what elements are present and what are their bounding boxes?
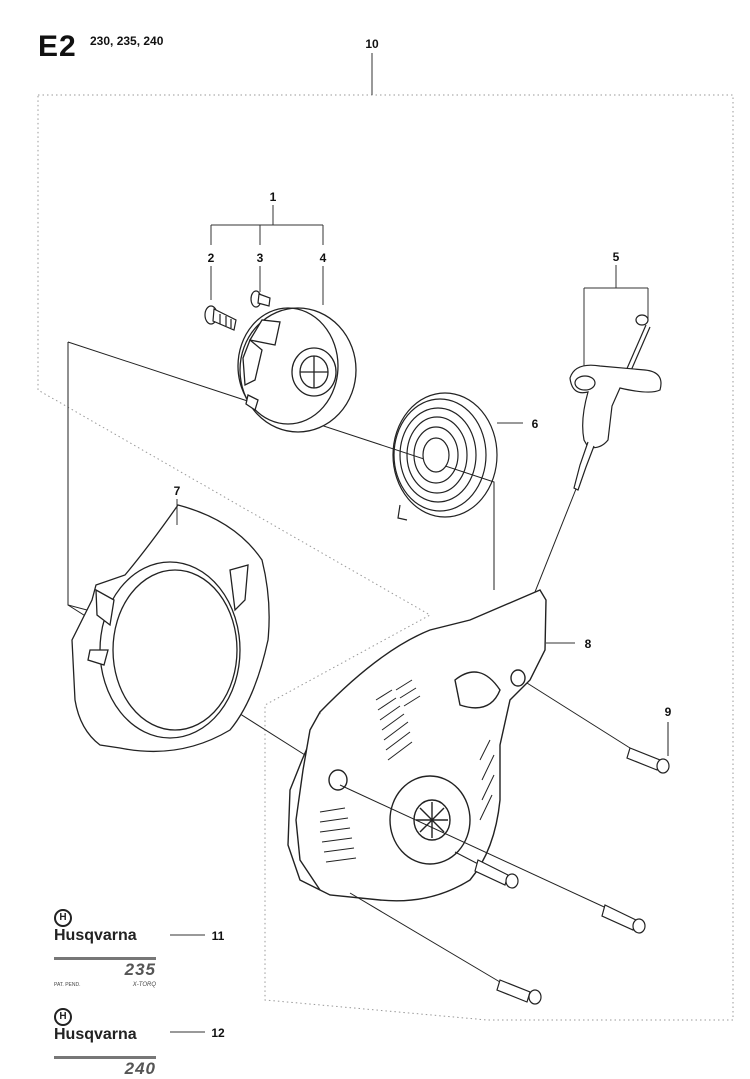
decal-model-number: 240 <box>124 1059 156 1078</box>
callout-10: 10 <box>365 37 379 51</box>
pulley-part-4 <box>237 307 357 433</box>
callout-11: 11 <box>211 929 225 943</box>
decal-stripe <box>54 957 156 960</box>
decal-235: HHusqvarna 235 PAT. PEND. X-TORQ <box>54 905 156 988</box>
bracket-5 <box>583 265 649 372</box>
recoil-spring-part-6 <box>392 392 498 521</box>
decal-stripe <box>54 1056 156 1059</box>
callout-5: 5 <box>612 250 620 264</box>
callout-1: 1 <box>269 190 277 204</box>
washer-part-3 <box>250 290 271 308</box>
section-code: E2 <box>38 30 77 63</box>
crown-icon: H <box>54 1008 72 1026</box>
callout-12: 12 <box>211 1026 225 1040</box>
decal-model-number: 235 <box>124 960 156 979</box>
callout-8: 8 <box>584 637 592 651</box>
callout-9: 9 <box>664 705 672 719</box>
callout-4: 4 <box>319 251 327 265</box>
assembly-boundary <box>37 94 734 1021</box>
model-list: 230, 235, 240 <box>90 34 164 48</box>
fan-cover-part-7 <box>71 504 270 753</box>
decal-patent-text: PAT. PEND. <box>54 982 81 988</box>
callout-2: 2 <box>207 251 215 265</box>
decal-xtorq-text: X-TORQ <box>132 982 156 988</box>
brand-logo: HHusqvarna <box>54 905 156 945</box>
callout-3: 3 <box>256 251 264 265</box>
screw-part-9 <box>339 682 670 1005</box>
decal-240: HHusqvarna 240 <box>54 1004 156 1079</box>
starter-housing-part-8 <box>287 589 547 902</box>
housing-vents <box>319 679 495 863</box>
brand-logo: HHusqvarna <box>54 1004 156 1044</box>
screw-part-2 <box>204 305 237 331</box>
callout-7: 7 <box>173 484 181 498</box>
bracket-1 <box>210 205 324 305</box>
crown-icon: H <box>54 909 72 927</box>
callout-6: 6 <box>531 417 539 431</box>
